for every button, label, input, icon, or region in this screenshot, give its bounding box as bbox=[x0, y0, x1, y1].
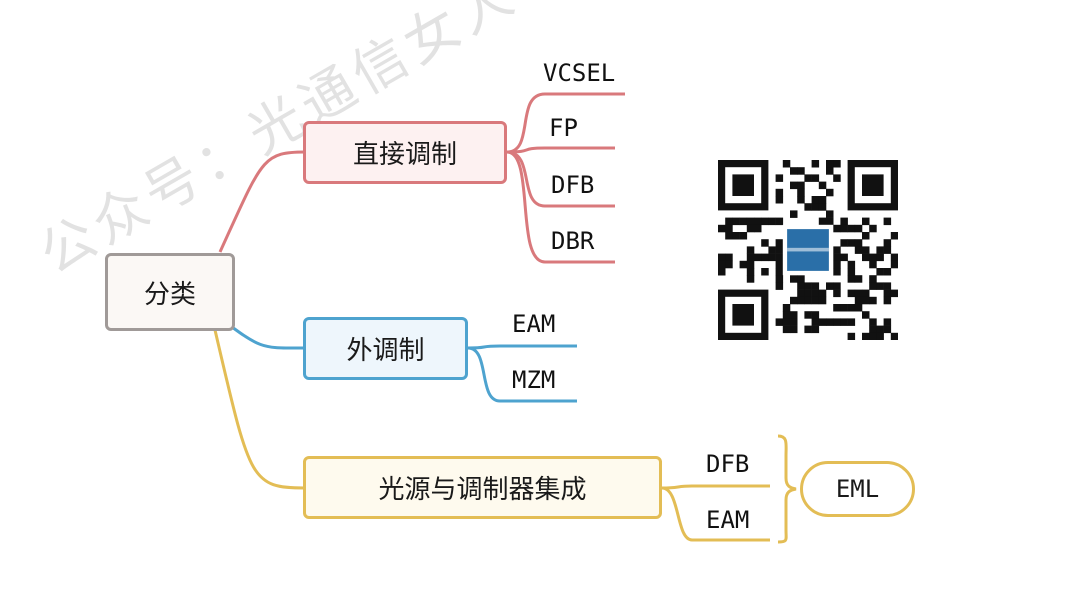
root-label: 分类 bbox=[143, 279, 196, 310]
connector-mzm bbox=[467, 346, 577, 403]
summary-label: EML bbox=[835, 475, 880, 503]
connector-root-integrated bbox=[213, 329, 306, 490]
leaf-int-dfb: DFB bbox=[706, 450, 750, 478]
leaf-fp: FP bbox=[549, 114, 578, 142]
leaf-eam: EAM bbox=[512, 310, 556, 338]
leaf-vcsel: VCSEL bbox=[543, 59, 616, 87]
branch-external-modulation: 外调制 bbox=[303, 317, 468, 380]
leaf-int-eam: EAM bbox=[706, 506, 750, 534]
connector-int-dfb bbox=[661, 484, 770, 490]
connector-vcsel bbox=[506, 92, 625, 154]
root-node: 分类 bbox=[105, 253, 235, 331]
connector-fp bbox=[506, 146, 615, 154]
summary-node-eml: EML bbox=[800, 461, 915, 517]
branch-integrated-label: 光源与调制器集成 bbox=[378, 475, 587, 505]
summary-brace bbox=[777, 434, 797, 544]
connector-int-eam bbox=[661, 486, 770, 542]
branch-external-label: 外调制 bbox=[346, 336, 425, 366]
branch-direct-label: 直接调制 bbox=[352, 140, 457, 170]
connector-eam bbox=[467, 344, 577, 350]
leaf-mzm: MZM bbox=[512, 366, 556, 394]
connector-dbr bbox=[506, 150, 615, 264]
connector-root-direct bbox=[218, 150, 306, 253]
qr-code-image bbox=[718, 160, 898, 340]
leaf-dbr: DBR bbox=[551, 227, 595, 255]
branch-integrated: 光源与调制器集成 bbox=[303, 456, 662, 519]
leaf-direct-dfb: DFB bbox=[551, 171, 595, 199]
branch-direct-modulation: 直接调制 bbox=[303, 121, 507, 184]
